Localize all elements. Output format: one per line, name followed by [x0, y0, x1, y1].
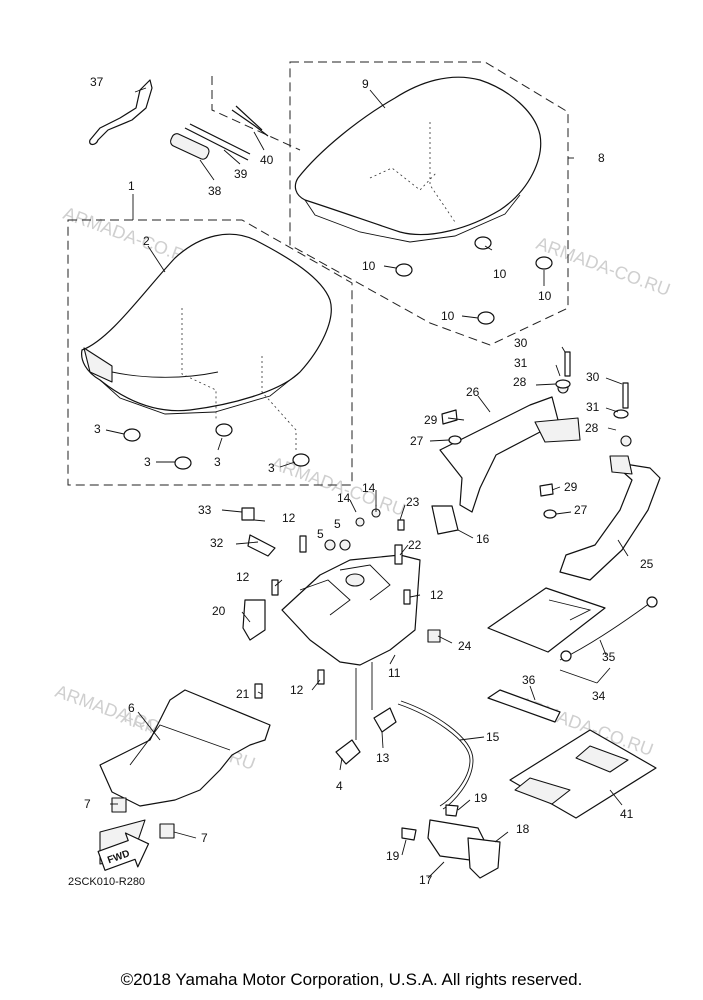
callout-31: 31 — [514, 356, 528, 370]
callout-30: 30 — [586, 370, 600, 384]
group-box-seat-assy — [289, 61, 569, 346]
callout-12: 12 — [282, 511, 296, 525]
callout-24: 24 — [458, 639, 472, 653]
callout-39: 39 — [234, 167, 248, 181]
callout-28: 28 — [585, 421, 599, 435]
fwd-arrow: FWD — [97, 832, 150, 871]
callout-14: 14 — [362, 481, 376, 495]
callout-28: 28 — [513, 375, 527, 389]
callout-5: 5 — [334, 517, 341, 531]
callout-25: 25 — [640, 557, 654, 571]
callout-20: 20 — [212, 604, 226, 618]
callout-1: 1 — [128, 179, 135, 193]
callout-15: 15 — [486, 730, 500, 744]
callout-34: 34 — [592, 689, 606, 703]
seat-lock-bracket — [242, 505, 459, 666]
watermark-text: ARMADA-CO.RU — [534, 233, 673, 300]
callout-31: 31 — [586, 400, 600, 414]
callout-27: 27 — [574, 503, 588, 517]
callout-29: 29 — [424, 413, 438, 427]
callout-3: 3 — [268, 461, 275, 475]
seat-assy — [294, 76, 553, 325]
callout-10: 10 — [493, 267, 507, 281]
callout-29: 29 — [564, 480, 578, 494]
callout-3: 3 — [214, 455, 221, 469]
callout-16: 16 — [476, 532, 490, 546]
callout-4: 4 — [336, 779, 343, 793]
leader-lines — [105, 87, 629, 879]
callout-13: 13 — [376, 751, 390, 765]
callout-19: 19 — [474, 791, 488, 805]
callout-32: 32 — [210, 536, 224, 550]
callout-10: 10 — [441, 309, 455, 323]
callout-18: 18 — [516, 822, 530, 836]
seat-top — [294, 76, 542, 236]
callout-7: 7 — [84, 797, 91, 811]
callout-19: 19 — [386, 849, 400, 863]
group-box-toolkit — [211, 76, 301, 151]
copyright-notice: ©2018 Yamaha Motor Corporation, U.S.A. A… — [120, 970, 583, 989]
callout-3: 3 — [144, 455, 151, 469]
grab-bar-25 — [559, 461, 661, 581]
callout-36: 36 — [522, 673, 536, 687]
callout-12: 12 — [430, 588, 444, 602]
dampers-3 — [123, 423, 310, 470]
callout-7: 7 — [201, 831, 208, 845]
callout-6: 6 — [128, 701, 135, 715]
callouts: 1 2 3 3 3 3 4 5 5 6 7 7 8 9 10 10 10 10 … — [84, 75, 654, 887]
hooks — [335, 662, 397, 765]
callout-12: 12 — [236, 570, 250, 584]
callout-3: 3 — [94, 422, 101, 436]
callout-41: 41 — [620, 807, 634, 821]
hook-wrench — [89, 79, 153, 146]
callout-5: 5 — [317, 527, 324, 541]
callout-40: 40 — [260, 153, 274, 167]
group-box-rider-seat — [67, 219, 353, 486]
callout-38: 38 — [208, 184, 222, 198]
fasteners-center — [241, 507, 411, 699]
grab-bar-26 — [439, 396, 559, 513]
callout-12: 12 — [290, 683, 304, 697]
callout-11: 11 — [388, 666, 401, 680]
callout-10: 10 — [362, 259, 376, 273]
callout-37: 37 — [90, 75, 104, 89]
watermark-text: ARMADA-CO.RU — [269, 453, 408, 520]
callout-35: 35 — [602, 650, 616, 664]
callout-23: 23 — [406, 495, 420, 509]
callout-30: 30 — [514, 336, 528, 350]
callout-9: 9 — [362, 77, 369, 91]
bracket-11 — [281, 554, 421, 666]
callout-27: 27 — [410, 434, 424, 448]
drawing-code: 2SCK010-R280 — [68, 876, 146, 888]
callout-10: 10 — [538, 289, 552, 303]
documents-and-straps — [487, 587, 658, 819]
frame-6 — [99, 689, 271, 807]
callout-22: 22 — [408, 538, 422, 552]
tool-kit — [89, 79, 269, 161]
callout-8: 8 — [598, 151, 605, 165]
callout-33: 33 — [198, 503, 212, 517]
tool-bag-34 — [487, 587, 606, 653]
rider-seat — [81, 233, 332, 452]
grab-bars — [439, 382, 661, 581]
callout-26: 26 — [466, 385, 480, 399]
callout-17: 17 — [419, 873, 433, 887]
holder-36 — [487, 689, 561, 723]
callout-21: 21 — [236, 687, 250, 701]
seat-cover — [81, 233, 332, 412]
callout-14: 14 — [337, 491, 351, 505]
callout-2: 2 — [143, 234, 150, 248]
seat-lock-cable — [397, 700, 501, 879]
